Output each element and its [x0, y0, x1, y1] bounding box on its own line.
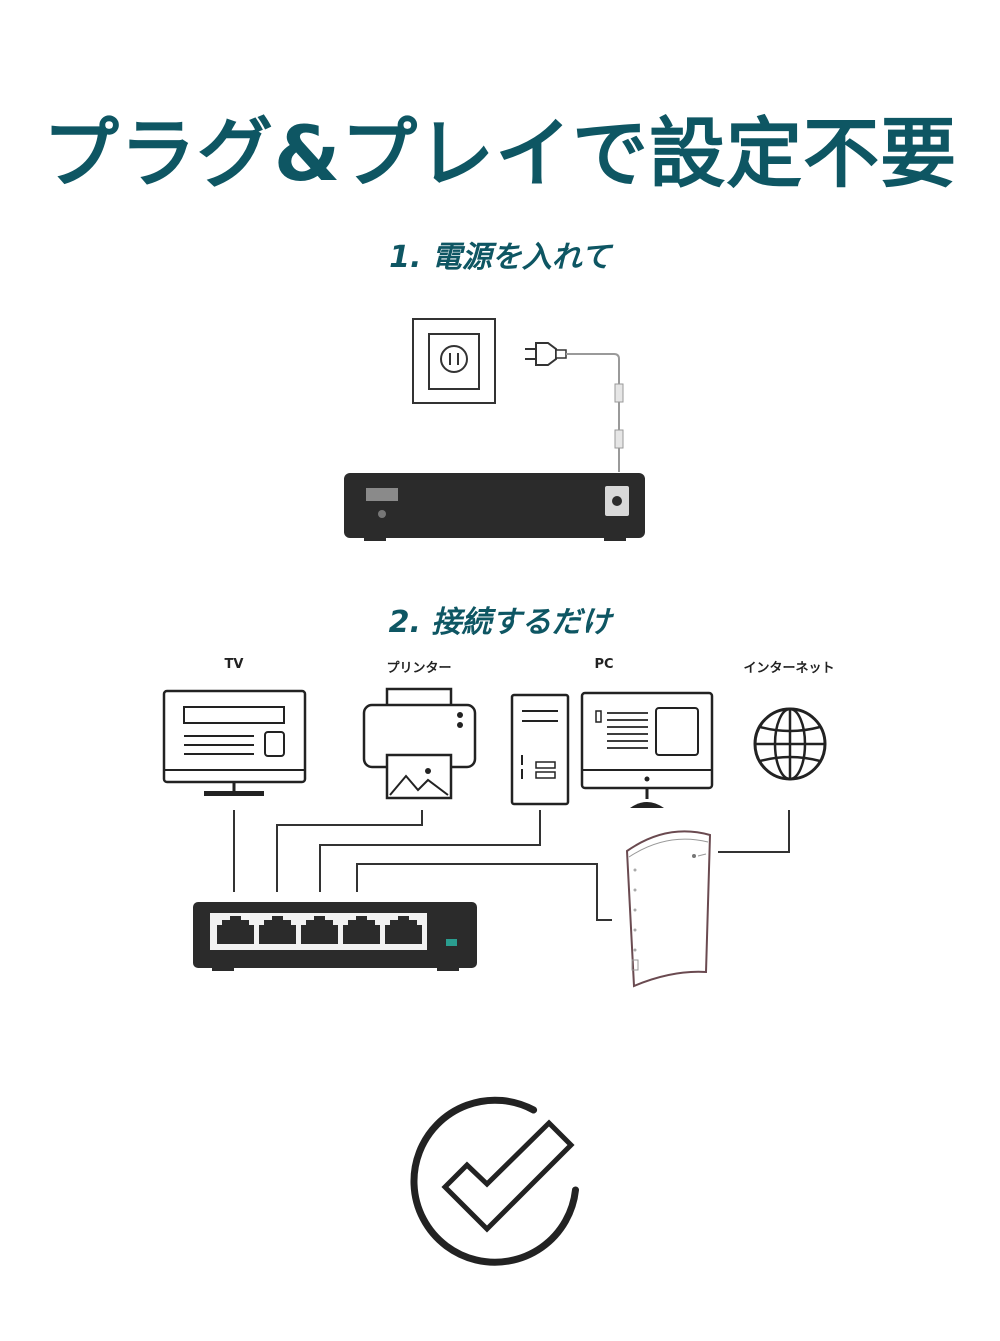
tv-icon: [162, 689, 307, 796]
pc-label: PC: [594, 657, 614, 672]
wall-outlet-icon: [412, 318, 496, 404]
step-2-heading: 2. 接続するだけ: [388, 605, 612, 640]
five-port-switch-icon: [193, 902, 477, 971]
router-icon: [625, 830, 712, 988]
switch-rear-icon: [344, 473, 645, 541]
page-title: プラグ&プレイで設定不要: [42, 109, 958, 198]
tv-label: TV: [224, 657, 244, 672]
printer-label: プリンター: [386, 661, 452, 676]
step-1-heading: 1. 電源を入れて: [389, 240, 611, 275]
power-cable: [566, 353, 624, 472]
pc-tower-icon: [510, 693, 570, 806]
printer-icon: [362, 687, 477, 800]
power-plug-icon: [525, 342, 567, 366]
globe-icon: [753, 707, 827, 781]
connection-lines: [233, 810, 790, 921]
internet-label: インターネット: [743, 661, 835, 676]
pc-monitor-icon: [580, 691, 714, 808]
check-circle-icon: [410, 1096, 579, 1266]
